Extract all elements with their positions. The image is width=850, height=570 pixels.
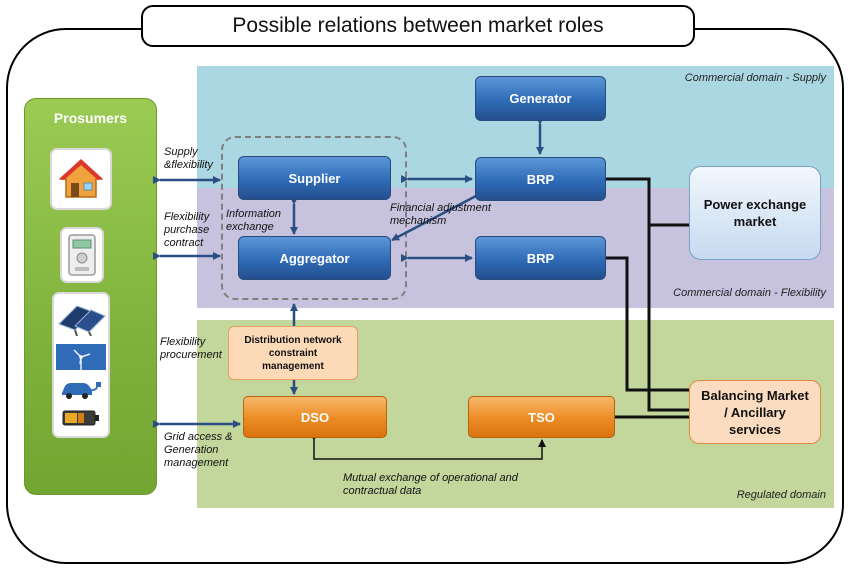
supplier-aggregator-group — [221, 136, 407, 300]
brp-supply-box: BRP — [475, 157, 606, 201]
flexibility-purchase-note: Flexibility purchase contract — [164, 211, 210, 249]
generator-box: Generator — [475, 76, 606, 121]
brp-flexibility-box: BRP — [475, 236, 606, 280]
supply-domain-label: Commercial domain - Supply — [684, 72, 826, 84]
information-exchange-note: Information exchange — [226, 208, 282, 233]
supply-flexibility-note: Supply &flexibility — [164, 146, 213, 171]
house-icon — [59, 159, 103, 198]
aggregator-box: Aggregator — [238, 236, 391, 280]
smart-meter-card — [60, 227, 104, 283]
financial-adjustment-note: Financial adjustment mechanism — [390, 202, 491, 227]
tso-box: TSO — [468, 396, 615, 438]
mutual-exchange-note: Mutual exchange of operational and contr… — [343, 472, 518, 497]
solar-panel-icon — [58, 305, 106, 336]
renewables-card — [52, 292, 110, 438]
diagram-title: Possible relations between market roles — [141, 5, 695, 47]
distribution-network-constraint-box: Distribution network constraint manageme… — [228, 326, 358, 380]
wind-turbine-icon — [56, 344, 106, 370]
balancing-market-box: Balancing Market / Ancillary services — [689, 380, 821, 444]
electric-car-icon — [62, 382, 101, 399]
flexibility-domain-label: Commercial domain - Flexibility — [673, 287, 826, 299]
prosumers-title: Prosumers — [53, 110, 128, 126]
regulated-domain-label: Regulated domain — [736, 489, 826, 501]
power-exchange-market-box: Power exchange market — [689, 166, 821, 260]
flexibility-procurement-note: Flexibility procurement — [160, 336, 222, 361]
grid-access-note: Grid access & Generation management — [164, 431, 233, 469]
battery-icon — [62, 410, 99, 426]
dso-box: DSO — [243, 396, 387, 438]
supplier-box: Supplier — [238, 156, 391, 200]
smart-meter-icon — [68, 234, 96, 276]
house-card — [50, 148, 112, 210]
